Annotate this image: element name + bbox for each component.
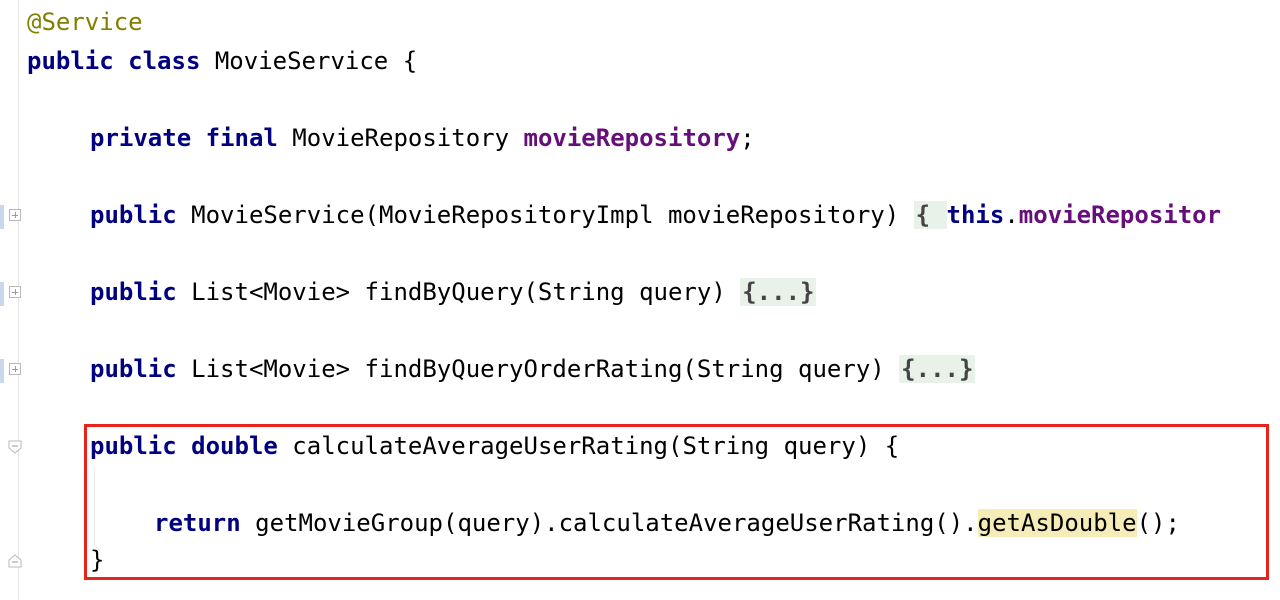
code-token: public [90,432,177,460]
code-line: public MovieService(MovieRepositoryImpl … [90,196,1221,234]
code-token [114,47,128,75]
code-token: movieRepositor [1018,201,1222,229]
code-token: final [205,124,278,152]
fold-collapse-icon[interactable] [8,440,22,454]
code-token: public [90,278,177,306]
code-token: MovieRepository [277,124,524,152]
editor-gutter [0,0,22,600]
code-token: this [946,201,1005,229]
code-token: MovieService { [200,47,418,75]
code-token: getAsDouble [977,509,1137,537]
code-token: public [90,355,177,383]
code-token: { [913,201,947,229]
code-token: List<Movie> findByQueryOrderRating(Strin… [176,355,900,383]
fold-marker [0,282,4,306]
fold-marker [0,359,4,383]
code-token: . [1004,201,1019,229]
code-token: {...} [740,278,817,306]
code-token: @Service [27,8,143,36]
code-token: getMovieGroup(query).calculateAverageUse… [240,509,978,537]
code-token: class [128,47,201,75]
code-token: movieRepository [523,124,741,152]
code-token: private [90,124,192,152]
code-line: } [90,541,104,579]
code-line: private final MovieRepository movieRepos… [90,119,755,157]
code-token: calculateAverageUserRating(String query)… [277,432,900,460]
code-line: return getMovieGroup(query).calculateAve… [154,504,1180,542]
code-token: MovieService(MovieRepositoryImpl movieRe… [176,201,914,229]
code-line: public List<Movie> findByQuery(String qu… [90,273,817,311]
code-token: public [90,201,177,229]
code-line: public List<Movie> findByQueryOrderRatin… [90,350,976,388]
code-token: } [90,546,105,574]
indent-guide [94,466,95,546]
code-token: return [154,509,241,537]
code-line: public class MovieService { [27,42,417,80]
fold-expand-icon[interactable] [9,209,21,221]
code-token: (); [1136,509,1180,537]
fold-marker [0,205,4,229]
fold-expand-icon[interactable] [9,286,21,298]
code-token: {...} [899,355,976,383]
highlight-box [84,424,1269,580]
code-token [191,124,205,152]
code-line: @Service [27,3,143,41]
code-token: ; [740,124,755,152]
code-token: List<Movie> findByQuery(String query) [176,278,741,306]
fold-expand-icon[interactable] [9,363,21,375]
code-token: double [191,432,278,460]
fold-end-icon[interactable] [8,554,22,568]
code-token: public [27,47,114,75]
code-line: public double calculateAverageUserRating… [90,427,899,465]
